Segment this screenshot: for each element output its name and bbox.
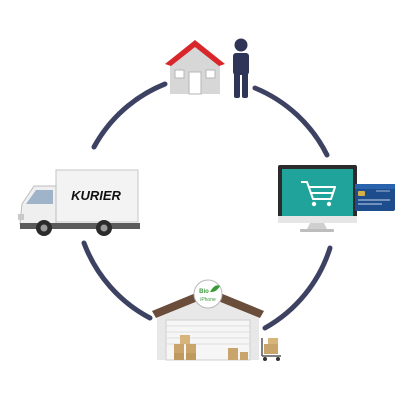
credit-card-icon — [355, 184, 395, 211]
ring-segment-home-to-shop — [252, 85, 330, 158]
cycle-ring — [81, 81, 333, 331]
hand-cart-icon — [261, 338, 281, 361]
ring-segment-shop-to-warehouse — [262, 245, 333, 331]
warehouse-logo-line2: iPhone — [200, 297, 216, 303]
house-icon — [165, 40, 225, 95]
truck-icon: KURIER — [18, 169, 140, 236]
truck-label: KURIER — [71, 188, 121, 203]
person-icon — [233, 38, 249, 98]
ring-segment-truck-to-home — [91, 81, 168, 150]
leaf-icon — [210, 285, 220, 293]
shopping-cart-icon — [301, 181, 336, 200]
warehouse-icon — [152, 288, 264, 361]
warehouse-logo-line1: Bio — [199, 289, 209, 295]
warehouse-logo: Bio iPhone — [193, 279, 223, 309]
monitor-cart-icon — [278, 165, 357, 232]
ring-segment-warehouse-to-truck — [81, 240, 153, 321]
